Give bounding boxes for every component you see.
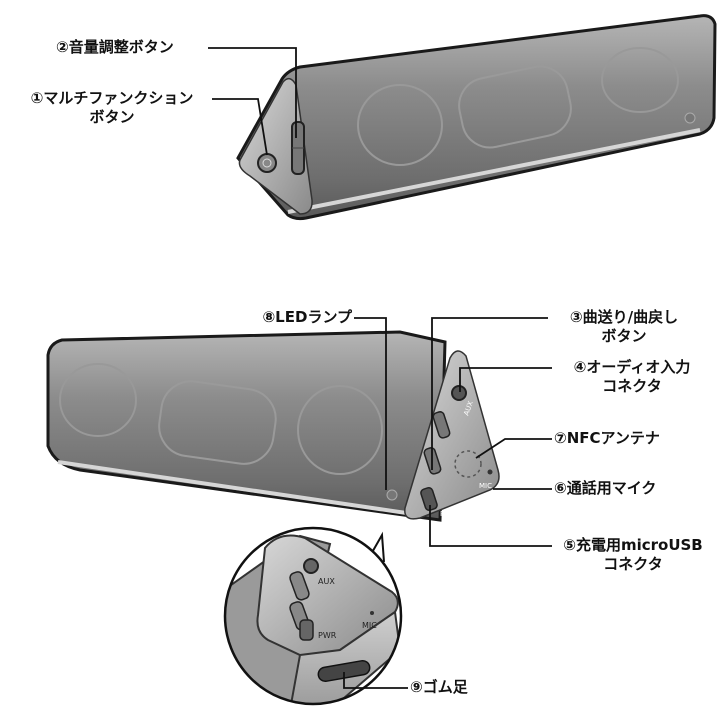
track-button[interactable] — [432, 411, 451, 439]
leader-rubber-foot — [343, 672, 408, 689]
leader-volume — [208, 47, 297, 138]
speaker-bottom-base-rim — [57, 460, 421, 517]
callout-audio-in-text2: コネクタ — [602, 377, 662, 395]
nfc-antenna-icon — [454, 450, 482, 478]
driver-ring — [297, 385, 383, 475]
callout-multifunction-text2: ボタン — [89, 108, 135, 126]
pwr-port-label: PWR — [440, 510, 456, 518]
speaker-bottom: AUX PWR MIC — [46, 330, 500, 522]
callout-usb-text2: コネクタ — [603, 555, 663, 573]
callout-usb-text: ⑤充電用microUSB — [563, 536, 703, 554]
callout-led: ⑧LEDランプ — [230, 308, 352, 327]
leader-track — [431, 317, 548, 470]
multifunction-button-glyph — [262, 158, 272, 168]
callout-nfc-text: ⑦NFCアンテナ — [554, 429, 660, 447]
driver-ring — [601, 47, 679, 113]
leader-led — [354, 317, 387, 490]
mic-port-label: MIC — [479, 482, 492, 490]
speaker-top-base-rim — [287, 128, 701, 214]
callout-mic: ⑥通話用マイク — [554, 479, 656, 498]
led-lamp-icon — [386, 489, 398, 501]
end-cap-top — [238, 77, 313, 215]
inset-aux-jack-icon — [303, 558, 319, 574]
rubber-foot-icon — [317, 659, 371, 683]
callout-volume: ②音量調整ボタン — [56, 38, 174, 57]
inset-track-button[interactable] — [289, 570, 311, 601]
end-cap-bottom — [404, 350, 500, 520]
callout-track-text: ③曲送り/曲戻し — [569, 308, 679, 326]
aux-jack-icon — [451, 385, 467, 401]
leader-multifunction — [212, 98, 268, 156]
driver-ring — [59, 363, 137, 437]
callout-track-text2: ボタン — [601, 327, 647, 345]
inset-pwr-label: PWR — [318, 631, 337, 640]
callout-audio-in-text: ④オーディオ入力 — [573, 358, 691, 376]
callout-usb: ⑤充電用microUSB コネクタ — [552, 536, 714, 574]
mic-hole-icon — [487, 469, 493, 475]
callout-led-text: ⑧LEDランプ — [262, 308, 352, 326]
inset-frame — [223, 526, 403, 706]
callout-multifunction: ①マルチファンクション ボタン — [12, 89, 212, 127]
passive-radiator — [158, 380, 277, 465]
callout-nfc: ⑦NFCアンテナ — [554, 429, 660, 448]
leader-usb — [429, 505, 552, 547]
leader-audio-in — [459, 367, 552, 392]
callout-volume-text: ②音量調整ボタン — [56, 38, 174, 56]
magnified-inset: AUX PWR MIC — [223, 526, 403, 706]
callout-track: ③曲送り/曲戻し ボタン — [548, 308, 700, 346]
callout-audio-in: ④オーディオ入力 コネクタ — [552, 358, 712, 396]
multifunction-button-icon[interactable] — [257, 153, 277, 173]
speaker-top-body — [236, 14, 717, 221]
inset-aux-label: AUX — [318, 577, 335, 586]
led-dot — [684, 112, 696, 124]
inset-mic-label: MIC — [362, 621, 377, 630]
driver-ring — [357, 84, 443, 166]
leader-nfc — [475, 438, 552, 459]
inset-mic-hole-icon — [370, 611, 374, 615]
usb-port-icon — [420, 486, 438, 512]
callout-rubber-foot-text: ⑨ゴム足 — [410, 678, 468, 696]
inset-usb-port-icon — [299, 619, 314, 641]
speaker-top — [236, 14, 717, 221]
callout-multifunction-text: ①マルチファンクション — [30, 89, 194, 107]
passive-radiator — [458, 65, 572, 149]
callout-mic-text: ⑥通話用マイク — [554, 479, 657, 497]
callout-rubber-foot: ⑨ゴム足 — [410, 678, 468, 697]
